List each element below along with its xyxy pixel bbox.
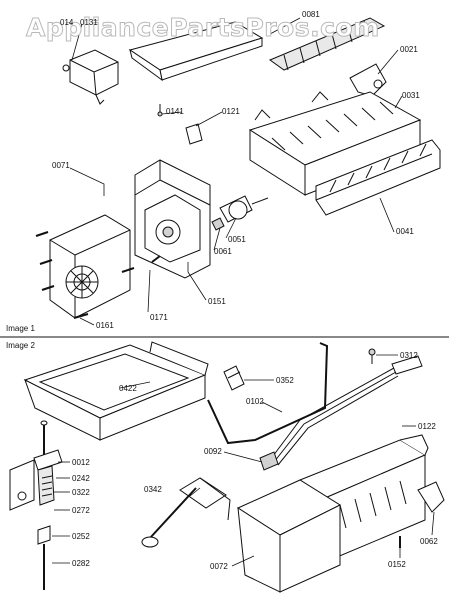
label-0121: 0121 <box>222 107 240 116</box>
label-0141: 0141 <box>166 107 184 116</box>
label-0021: 0021 <box>400 45 418 54</box>
label-0092: 0092 <box>204 447 222 456</box>
label-0122: 0122 <box>418 422 436 431</box>
part-0422-ice-bin <box>23 341 209 441</box>
part-0071-module-cover <box>49 214 131 319</box>
label-0102: 0102 <box>246 397 264 406</box>
label-0342: 0342 <box>144 485 162 494</box>
part-0081-shield <box>128 21 264 82</box>
part-0312-screw <box>368 348 376 364</box>
part-water-valve-assembly <box>9 420 63 590</box>
label-0151: 0151 <box>208 297 226 306</box>
label-0322: 0322 <box>72 488 90 497</box>
label-0012: 0012 <box>72 458 90 467</box>
part-screws-img1 <box>35 231 161 319</box>
part-0121-clip <box>185 123 203 145</box>
label-0171: 0171 <box>150 313 168 322</box>
leader-lines-img1 <box>69 17 403 326</box>
section-title-image-2: Image 2 <box>6 341 35 350</box>
label-0014-ghost: 014 <box>60 18 74 27</box>
label-0352: 0352 <box>276 376 294 385</box>
label-0161: 0161 <box>96 321 114 330</box>
label-0152: 0152 <box>388 560 406 569</box>
part-module-housing <box>134 159 211 279</box>
part-0041-guard <box>315 139 441 216</box>
label-0061: 0061 <box>214 247 232 256</box>
label-0131: 0131 <box>80 18 98 27</box>
label-0051: 0051 <box>228 235 246 244</box>
label-0072: 0072 <box>210 562 228 571</box>
leader-lines-img2 <box>52 354 435 567</box>
label-0242: 0242 <box>72 474 90 483</box>
watermark: AppliancePartsPros.com <box>26 13 380 42</box>
part-0051-motor <box>211 195 269 231</box>
label-0282: 0282 <box>72 559 90 568</box>
label-0272: 0272 <box>72 506 90 515</box>
part-0072-front-cover <box>236 479 342 593</box>
label-0422: 0422 <box>119 384 137 393</box>
part-wire-harness <box>259 355 423 471</box>
part-0141-screw <box>157 104 163 117</box>
part-0342-fill-tube <box>141 477 231 548</box>
part-0102-bail-arm <box>207 342 329 445</box>
label-0081: 0081 <box>302 10 320 19</box>
part-0122-icemaker-unit <box>298 434 445 561</box>
part-0352-clip <box>223 365 245 391</box>
part-0131-cover <box>62 49 119 105</box>
section-title-image-1: Image 1 <box>6 324 35 333</box>
part-0031-ice-tray <box>248 91 422 196</box>
part-0021-ejector <box>268 17 387 97</box>
label-0031: 0031 <box>402 91 420 100</box>
label-0062: 0062 <box>420 537 438 546</box>
label-0071: 0071 <box>52 161 70 170</box>
label-0312: 0312 <box>400 351 418 360</box>
label-0252: 0252 <box>72 532 90 541</box>
label-0041: 0041 <box>396 227 414 236</box>
